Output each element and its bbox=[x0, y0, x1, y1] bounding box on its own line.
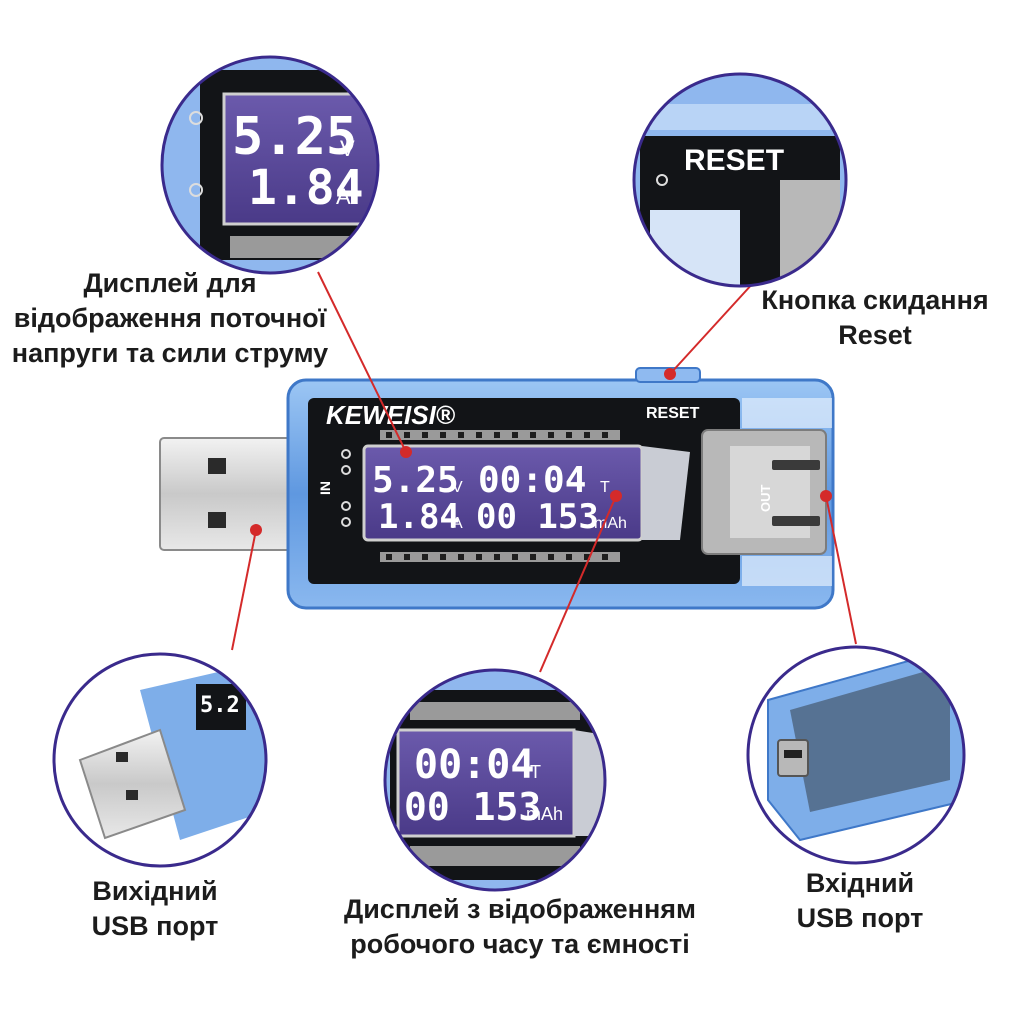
svg-text:RESET: RESET bbox=[684, 144, 784, 177]
voltage-unit: V bbox=[452, 479, 463, 496]
capacity-unit: mAh bbox=[594, 515, 627, 532]
zoom-circle-reset: RESET bbox=[632, 72, 848, 288]
zoom-circle-output-port: 5.2 bbox=[52, 652, 268, 868]
callout-input-port: Вхідний USB порт bbox=[796, 868, 924, 933]
current-readout: 1.84 bbox=[378, 497, 460, 537]
svg-text:5.25: 5.25 bbox=[232, 107, 357, 167]
callout-display-va: Дисплей для відображення поточної напруг… bbox=[11, 268, 329, 368]
time-unit: T bbox=[600, 479, 610, 496]
pointer-lines bbox=[231, 271, 857, 673]
svg-text:1.84: 1.84 bbox=[248, 160, 364, 216]
svg-text:00 153: 00 153 bbox=[404, 785, 541, 829]
reset-pcb-label: RESET bbox=[646, 405, 700, 422]
usb-a-plug bbox=[159, 437, 299, 551]
zoom-circle-time-display: 00:04 T 00 153 mAh bbox=[383, 668, 607, 892]
callout-output-port: Вихідний USB порт bbox=[91, 876, 219, 941]
svg-text:5.2: 5.2 bbox=[200, 693, 240, 718]
time-readout: 00:04 bbox=[478, 460, 586, 501]
brand-logo: KEWEISI® bbox=[326, 400, 456, 430]
svg-text:mAh: mAh bbox=[526, 804, 563, 824]
svg-text:T: T bbox=[530, 762, 541, 782]
svg-text:A: A bbox=[336, 184, 351, 209]
out-pcb-label: OUT bbox=[758, 485, 773, 513]
voltage-readout: 5.25 bbox=[372, 460, 459, 501]
current-unit: A bbox=[452, 515, 463, 532]
usb-tester-device: KEWEISI® RESET IN 5.25 V 1.84 A 00:04 T … bbox=[159, 367, 835, 610]
capacity-readout: 00 153 bbox=[476, 497, 599, 537]
svg-text:V: V bbox=[340, 136, 355, 161]
zoom-circle-input-port bbox=[746, 645, 966, 865]
callout-reset: Кнопка скидання Reset bbox=[761, 285, 989, 350]
in-pcb-label: IN bbox=[317, 481, 333, 495]
callout-time-capacity: Дисплей з відображенням робочого часу та… bbox=[343, 894, 697, 959]
zoom-circle-va-display: 5.25 V 1.84 A bbox=[160, 55, 380, 275]
svg-text:00:04: 00:04 bbox=[414, 742, 534, 788]
